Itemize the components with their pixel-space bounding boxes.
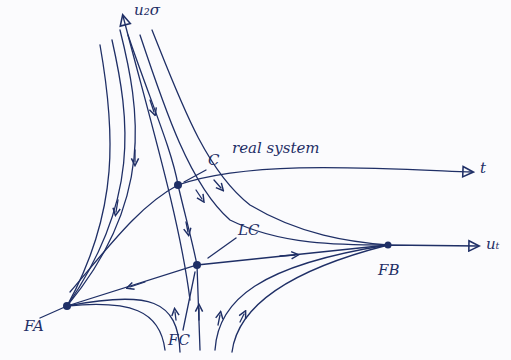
- flow-line: [67, 299, 180, 352]
- leader-line: [184, 170, 206, 182]
- flow-line: [232, 245, 388, 352]
- curve-label: real system: [232, 140, 320, 157]
- leader-line: [183, 272, 195, 330]
- vertical-axis: [123, 16, 190, 300]
- flow-line: [152, 30, 388, 245]
- flow-line: [215, 245, 388, 350]
- point-label: FA: [24, 318, 44, 335]
- fixed-point: [193, 261, 201, 269]
- flow-line: [67, 304, 165, 350]
- leader-line: [208, 238, 236, 258]
- flow-line: [197, 265, 200, 350]
- point-label: C: [208, 152, 219, 169]
- flow-line: [67, 30, 135, 306]
- axis-label: t: [480, 160, 486, 177]
- flow-line: [128, 35, 197, 265]
- fixed-point: [174, 181, 182, 189]
- point-label: FB: [378, 262, 399, 279]
- point-label: FC: [168, 332, 190, 349]
- horizontal-axis: [40, 245, 478, 318]
- fixed-point: [63, 302, 71, 310]
- axis-label: u₂σ: [134, 2, 160, 19]
- fixed-point: [385, 242, 392, 249]
- flow-line: [67, 45, 110, 306]
- axis-label: uₜ: [486, 236, 499, 253]
- real-system-line: [70, 168, 472, 292]
- region-label: LC: [238, 222, 259, 239]
